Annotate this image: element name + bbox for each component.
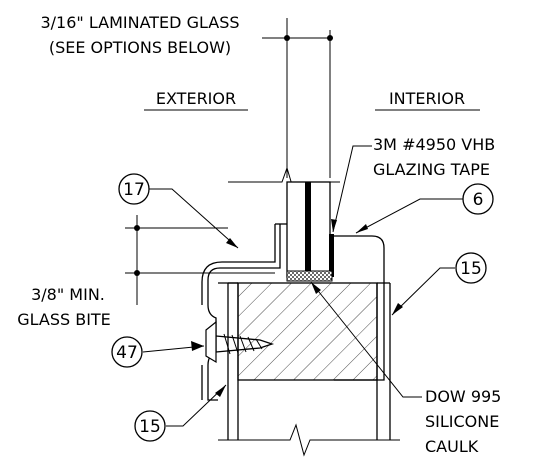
- caulk-label-line2: SILICONE: [425, 412, 499, 431]
- callout-15-right: 15: [455, 252, 487, 284]
- svg-text:6: 6: [473, 190, 484, 210]
- callout-17: 17: [118, 173, 150, 205]
- tape-label-line1: 3M #4950 VHB: [373, 135, 495, 154]
- glass-bite-dimension: [125, 215, 275, 305]
- frame-body: [237, 282, 378, 381]
- svg-text:15: 15: [139, 417, 161, 437]
- leader-lines: [142, 145, 463, 427]
- svg-text:47: 47: [116, 343, 138, 363]
- callout-6: 6: [462, 183, 494, 215]
- bite-label-line2: GLASS BITE: [17, 310, 111, 329]
- bottom-break-line: [218, 423, 400, 457]
- interior-glazing-stop: [334, 235, 385, 381]
- callout-15-left: 15: [134, 410, 166, 442]
- glass-thickness-dimension: [262, 18, 333, 178]
- svg-text:15: 15: [460, 259, 482, 279]
- tape-label-line2: GLAZING TAPE: [373, 160, 490, 179]
- interior-label: INTERIOR: [389, 89, 465, 108]
- laminated-glass: [286, 181, 331, 278]
- exterior-label: EXTERIOR: [156, 89, 236, 108]
- caulk-label-line1: DOW 995: [425, 387, 501, 406]
- callout-47: 47: [111, 336, 143, 368]
- fastener-screw: [205, 320, 275, 364]
- bite-label-line1: 3/8" MIN.: [31, 285, 105, 304]
- svg-text:17: 17: [123, 180, 145, 200]
- caulk-label-line3: CAULK: [425, 437, 479, 456]
- vhb-glazing-tape: [329, 234, 334, 277]
- frame-mullion: [227, 282, 391, 440]
- silicone-setting-block: [286, 270, 333, 282]
- glass-label-line2: (SEE OPTIONS BELOW): [49, 38, 231, 57]
- glass-label-line1: 3/16" LAMINATED GLASS: [40, 13, 239, 32]
